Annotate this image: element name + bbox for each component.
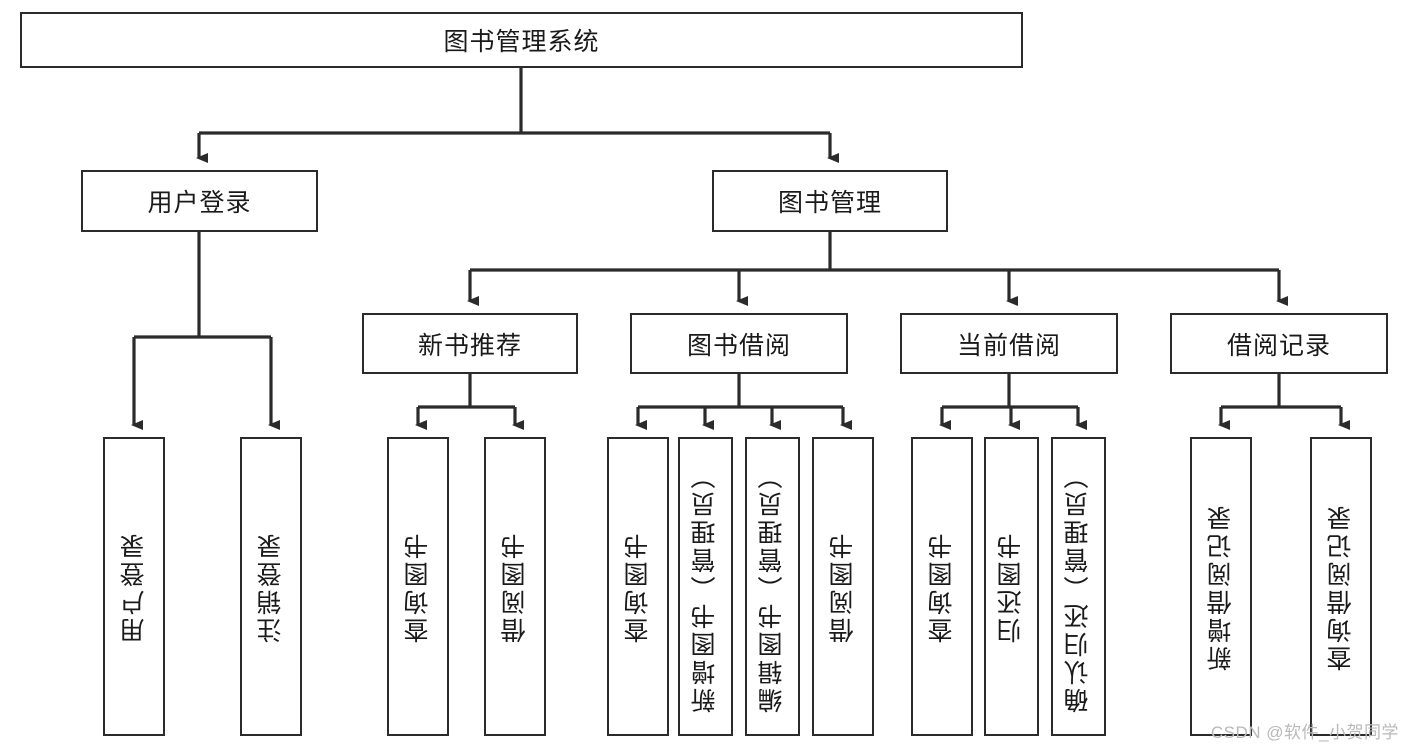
- node-leaf-borrow-book-2-label: 借阅图书: [828, 530, 857, 643]
- node-borrow-record[interactable]: 借阅记录: [1170, 313, 1388, 374]
- watermark: CSDN @软件_小贺同学: [1210, 723, 1399, 742]
- node-book-manage-label: 图书管理: [777, 189, 882, 217]
- node-leaf-confirm-return[interactable]: 确认归还（管理员）: [1051, 437, 1106, 736]
- node-leaf-edit-book-label: 编辑图书（管理员）: [758, 460, 786, 713]
- node-leaf-add-book-label: 新增图书（管理员）: [691, 460, 719, 713]
- node-leaf-borrow-book-1[interactable]: 借阅图书: [484, 437, 546, 736]
- node-leaf-query-book-2-label: 查询图书: [623, 530, 652, 643]
- node-new-book-rec[interactable]: 新书推荐: [362, 313, 578, 374]
- node-leaf-query-book-2[interactable]: 查询图书: [607, 437, 669, 736]
- node-leaf-user-login-label: 用户登录: [119, 530, 148, 643]
- node-root-label: 图书管理系统: [443, 28, 600, 56]
- node-leaf-query-book-1-label: 查询图书: [403, 530, 432, 643]
- node-leaf-query-record[interactable]: 查询借阅记录: [1310, 437, 1372, 736]
- node-leaf-query-record-label: 查询借阅记录: [1326, 502, 1355, 671]
- node-leaf-query-book-3[interactable]: 查询图书: [911, 437, 973, 736]
- node-leaf-return-book[interactable]: 归还图书: [984, 437, 1039, 736]
- node-leaf-logout-label: 注销登录: [256, 530, 285, 643]
- node-leaf-edit-book[interactable]: 编辑图书（管理员）: [745, 437, 800, 736]
- node-borrow-record-label: 借阅记录: [1226, 331, 1331, 360]
- node-book-borrow[interactable]: 图书借阅: [630, 313, 848, 374]
- node-leaf-add-record-label: 新增借阅记录: [1206, 502, 1235, 671]
- node-leaf-query-book-1[interactable]: 查询图书: [387, 437, 449, 736]
- node-leaf-add-record[interactable]: 新增借阅记录: [1190, 437, 1252, 736]
- node-leaf-user-login[interactable]: 用户登录: [103, 437, 165, 736]
- node-user-login-label: 用户登录: [147, 189, 252, 217]
- node-leaf-borrow-book-2[interactable]: 借阅图书: [812, 437, 874, 736]
- node-leaf-query-book-3-label: 查询图书: [927, 530, 956, 643]
- node-book-manage[interactable]: 图书管理: [712, 170, 948, 232]
- node-leaf-add-book[interactable]: 新增图书（管理员）: [678, 437, 733, 736]
- node-leaf-logout[interactable]: 注销登录: [240, 437, 302, 736]
- node-current-borrow[interactable]: 当前借阅: [900, 313, 1118, 374]
- node-leaf-borrow-book-1-label: 借阅图书: [500, 530, 529, 643]
- node-new-book-rec-label: 新书推荐: [417, 331, 522, 360]
- node-leaf-confirm-return-label: 确认归还（管理员）: [1064, 460, 1092, 713]
- node-current-borrow-label: 当前借阅: [956, 331, 1061, 360]
- node-leaf-return-book-label: 归还图书: [997, 530, 1025, 643]
- node-root[interactable]: 图书管理系统: [20, 12, 1023, 68]
- node-book-borrow-label: 图书借阅: [686, 331, 791, 360]
- node-user-login[interactable]: 用户登录: [81, 170, 318, 232]
